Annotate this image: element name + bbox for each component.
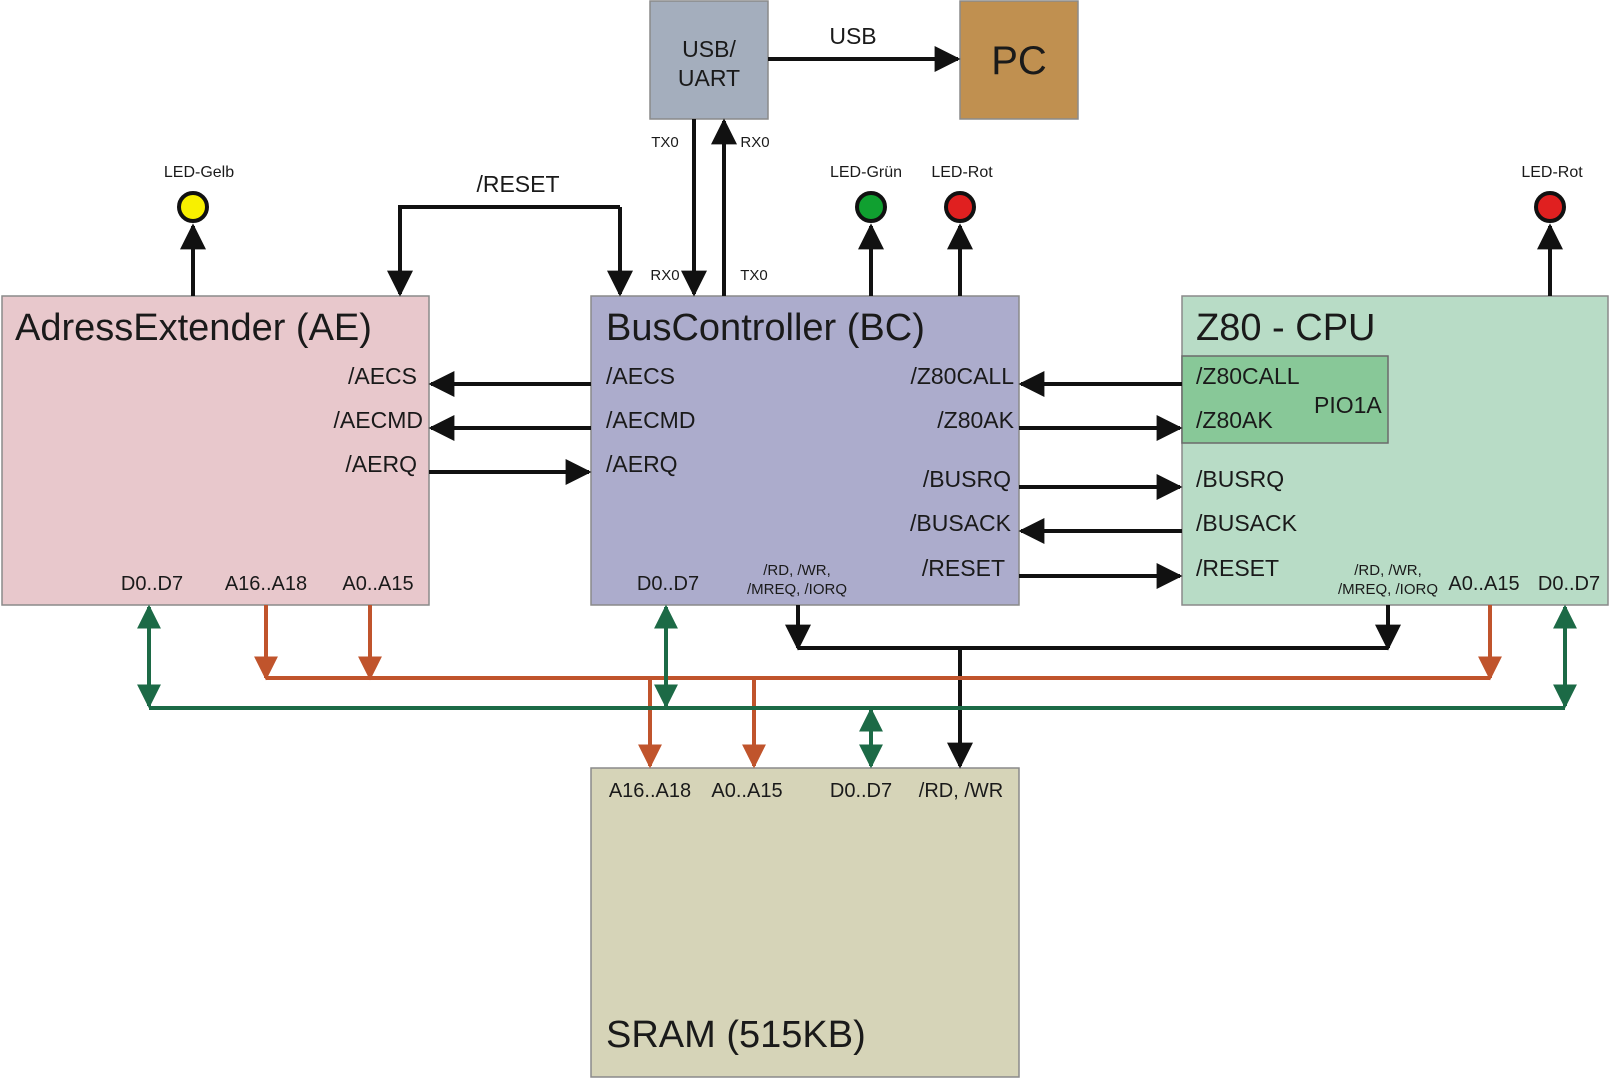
sram-a16a18-label: A16..A18: [609, 780, 691, 802]
uart-rx-label: RX0: [740, 134, 769, 151]
ae-d0d7-label: D0..D7: [121, 573, 183, 595]
ae-a16a18-label: A16..A18: [225, 573, 307, 595]
bc-busack-label: /BUSACK: [910, 510, 1012, 536]
pio1a-block: [1181, 355, 1389, 444]
cpu-reset-label: /RESET: [1196, 555, 1279, 581]
cpu-d0d7-label: D0..D7: [1538, 573, 1600, 595]
cpu-busrq-label: /BUSRQ: [1196, 466, 1284, 492]
ae-title: AdressExtender (AE): [15, 307, 372, 349]
bc-ctrl-label-line1: /RD, /WR,: [763, 562, 831, 579]
bc-title: BusController (BC): [606, 307, 925, 349]
led-red-cpu-group: [1534, 191, 1566, 296]
sram-rdwr-label: /RD, /WR: [919, 780, 1003, 802]
bc-z80ak-label: /Z80AK: [937, 407, 1014, 433]
bc-d0d7-label: D0..D7: [637, 573, 699, 595]
cpu-busack-label: /BUSACK: [1196, 510, 1298, 536]
reset-ae-link: [387, 205, 620, 297]
uart-tx-label: TX0: [651, 134, 679, 151]
bc-busrq-label: /BUSRQ: [923, 466, 1011, 492]
led-red-cpu-label: LED-Rot: [1521, 164, 1583, 181]
bc-aecmd-label: /AECMD: [606, 407, 695, 433]
led-red-bc-icon: [944, 191, 976, 223]
led-red-bc-group: [944, 191, 976, 296]
usb-link-label: USB: [829, 23, 876, 49]
cpu-a0a15-label: A0..A15: [1448, 573, 1519, 595]
usb-uart-label-line2: UART: [678, 65, 740, 91]
bus-controller-block: [590, 295, 1020, 606]
pc-label: PC: [991, 39, 1047, 83]
ae-a0a15-label: A0..A15: [342, 573, 413, 595]
bc-z80call-label: /Z80CALL: [910, 363, 1014, 389]
sram-title: SRAM (515KB): [606, 1014, 866, 1056]
ae-aecmd-label: /AECMD: [334, 407, 423, 433]
sram-block: [590, 767, 1020, 1078]
bc-aecs-label: /AECS: [606, 363, 675, 389]
sram-a0a15-label: A0..A15: [711, 780, 782, 802]
z80-cpu-block: [1181, 295, 1609, 606]
pc-block: [959, 0, 1079, 120]
led-green-icon: [855, 191, 887, 223]
bc-ctrl-label-line2: /MREQ, /IORQ: [747, 581, 847, 598]
bc-tx0-label: TX0: [740, 267, 768, 284]
cpu-z80call-label: /Z80CALL: [1196, 363, 1300, 389]
cpu-ctrl-label-line2: /MREQ, /IORQ: [1338, 581, 1438, 598]
led-red-cpu-icon: [1534, 191, 1566, 223]
led-red-bc-label: LED-Rot: [931, 164, 993, 181]
cpu-pio1a-label: PIO1A: [1314, 392, 1382, 418]
bc-aerq-label: /AERQ: [606, 451, 678, 477]
cpu-ctrl-label-line1: /RD, /WR,: [1354, 562, 1422, 579]
adress-extender-block: [1, 295, 430, 606]
led-green-group: [855, 191, 887, 296]
usb-uart-block: [649, 0, 769, 120]
sram-d0d7-label: D0..D7: [830, 780, 892, 802]
cpu-title: Z80 - CPU: [1196, 307, 1375, 349]
bc-reset-label: /RESET: [922, 555, 1005, 581]
reset-link-label: /RESET: [476, 171, 559, 197]
led-yellow-label: LED-Gelb: [164, 164, 234, 181]
usb-uart-label-line1: USB/: [682, 36, 736, 62]
cpu-z80ak-label: /Z80AK: [1196, 407, 1273, 433]
led-green-label: LED-Grün: [830, 164, 902, 181]
led-yellow-group: [177, 191, 209, 296]
led-yellow-icon: [177, 191, 209, 223]
ae-aerq-label: /AERQ: [345, 451, 417, 477]
ae-aecs-label: /AECS: [348, 363, 417, 389]
bc-rx0-label: RX0: [650, 267, 679, 284]
